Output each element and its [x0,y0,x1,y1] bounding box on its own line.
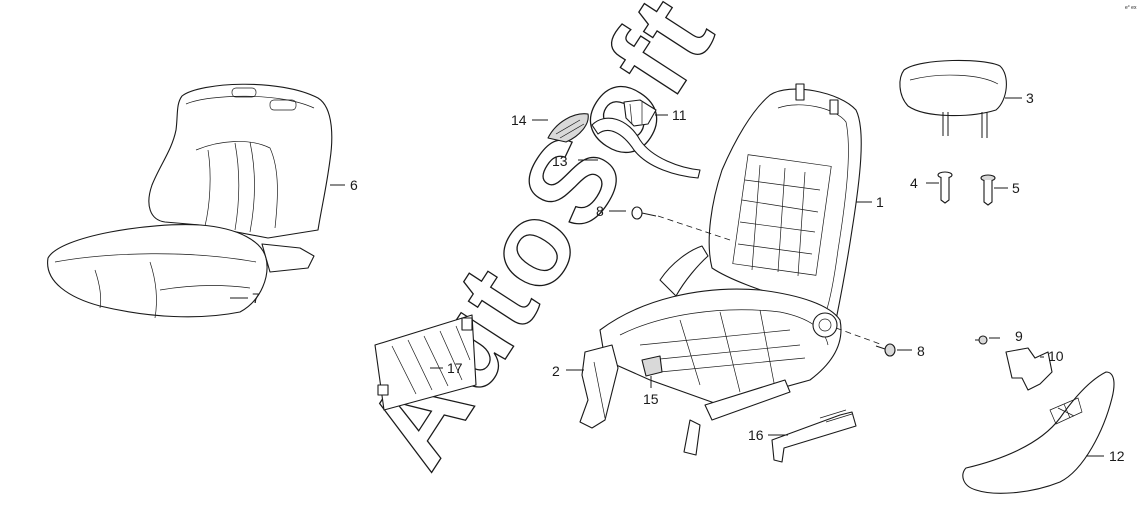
part-seat-cover [47,83,333,319]
part-label-1: 1 [876,194,884,210]
part-side-shield-12 [962,371,1115,494]
part-headrest [899,59,1007,138]
part-headrest-guide-5 [980,174,996,206]
part-bolt-8a [631,206,657,220]
part-label-8-right: 8 [917,343,925,359]
part-cable-13 [591,117,701,179]
part-label-2: 2 [552,363,560,379]
part-label-11: 11 [672,107,687,123]
part-label-6: 6 [350,177,358,193]
part-clip-15 [641,355,663,377]
part-label-9: 9 [1015,328,1023,344]
part-label-5: 5 [1012,180,1020,196]
part-headrest-guide-4 [937,171,953,204]
part-knob-14 [547,113,589,143]
part-label-7: 7 [252,290,260,306]
part-cover-plate-10 [1005,347,1053,391]
part-rail-cover-16 [771,409,857,463]
part-label-17: 17 [447,360,463,376]
part-label-12: 12 [1109,448,1125,464]
part-screw-9 [975,335,988,345]
corner-mark: e° ex [1125,5,1137,11]
part-label-14: 14 [511,112,527,128]
part-seat-frame [599,83,862,456]
part-label-8-top: 8 [596,203,604,219]
part-leg-bracket-2 [579,344,619,429]
part-bracket-11 [623,99,657,127]
part-label-4: 4 [910,175,918,191]
part-label-13: 13 [552,153,568,169]
part-label-15: 15 [643,391,659,407]
part-label-16: 16 [748,427,764,443]
watermark: AutoSoft [341,0,740,489]
part-label-10: 10 [1048,348,1064,364]
part-label-3: 3 [1026,90,1034,106]
part-bolt-8b [875,343,896,357]
part-side-panel-17 [374,314,477,411]
